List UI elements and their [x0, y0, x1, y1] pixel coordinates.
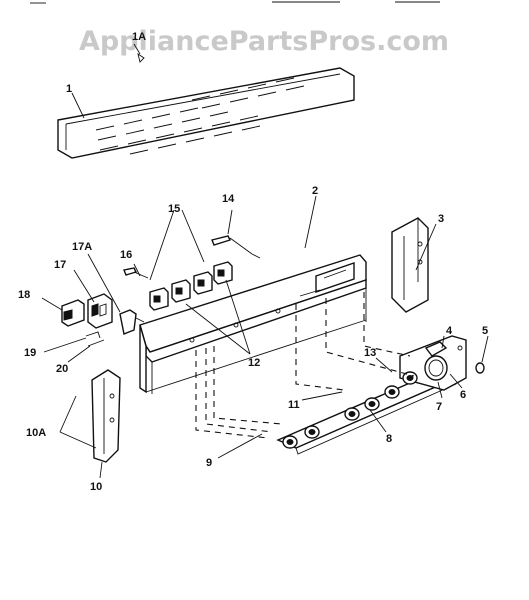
part-4-clock-bracket [424, 341, 448, 357]
callout-6: 6 [460, 389, 466, 401]
switch-a [149, 287, 169, 311]
knob-2 [304, 425, 320, 439]
callout-10: 10 [90, 481, 102, 493]
knob-1 [282, 435, 298, 449]
callout-5: 5 [482, 325, 488, 337]
callout-17: 17 [54, 259, 66, 271]
callout-17a: 17A [72, 241, 92, 253]
knob-row [282, 371, 418, 449]
leader-lines [41, 92, 489, 479]
part-18-switch [61, 299, 85, 327]
callout-7: 7 [436, 401, 442, 413]
knob-6 [402, 371, 418, 385]
part-5-clock-knob [475, 362, 485, 374]
part-19-clip [85, 331, 101, 339]
part-17a-bracket [119, 309, 145, 335]
switch-c [193, 271, 213, 295]
part-10-left-side-trim [91, 369, 121, 463]
part-2-control-panel [139, 254, 367, 394]
callout-19: 19 [24, 347, 36, 359]
part-15-switches [149, 261, 233, 311]
callout-16: 16 [120, 249, 132, 261]
part-14-indicator-lamp [211, 235, 261, 259]
wiring-harness [195, 292, 415, 439]
switch-d [213, 261, 233, 285]
knob-4 [364, 397, 380, 411]
callout-2: 2 [312, 185, 318, 197]
watermark-text: AppliancePartsPros.com [79, 26, 449, 57]
callout-8: 8 [386, 433, 392, 445]
callout-labels: 1A 1 2 3 4 5 6 7 8 9 10 10A 11 12 13 14 … [18, 31, 488, 493]
knob-3 [344, 407, 360, 421]
callout-3: 3 [438, 213, 444, 225]
part-16-terminal [123, 267, 149, 279]
part-17-switch [87, 293, 113, 329]
callout-18: 18 [18, 289, 30, 301]
callout-15: 15 [168, 203, 180, 215]
knob-5 [384, 385, 400, 399]
callout-1: 1 [66, 83, 72, 95]
callout-10a: 10A [26, 427, 46, 439]
callout-14: 14 [222, 193, 235, 205]
callout-4: 4 [446, 325, 453, 337]
vent-slots [95, 77, 305, 155]
part-3-right-side-trim [391, 217, 429, 313]
top-crop-marks [30, 1, 440, 4]
callout-20: 20 [56, 363, 68, 375]
callout-13: 13 [364, 347, 376, 359]
part-20-wire [87, 339, 105, 347]
callout-11: 11 [288, 399, 300, 411]
part-1a-screw [133, 43, 145, 63]
switch-b [171, 279, 191, 303]
callout-12: 12 [248, 357, 260, 369]
callout-9: 9 [206, 457, 212, 469]
callout-1a: 1A [132, 31, 146, 43]
part-1-upper-backguard-panel [57, 67, 355, 159]
